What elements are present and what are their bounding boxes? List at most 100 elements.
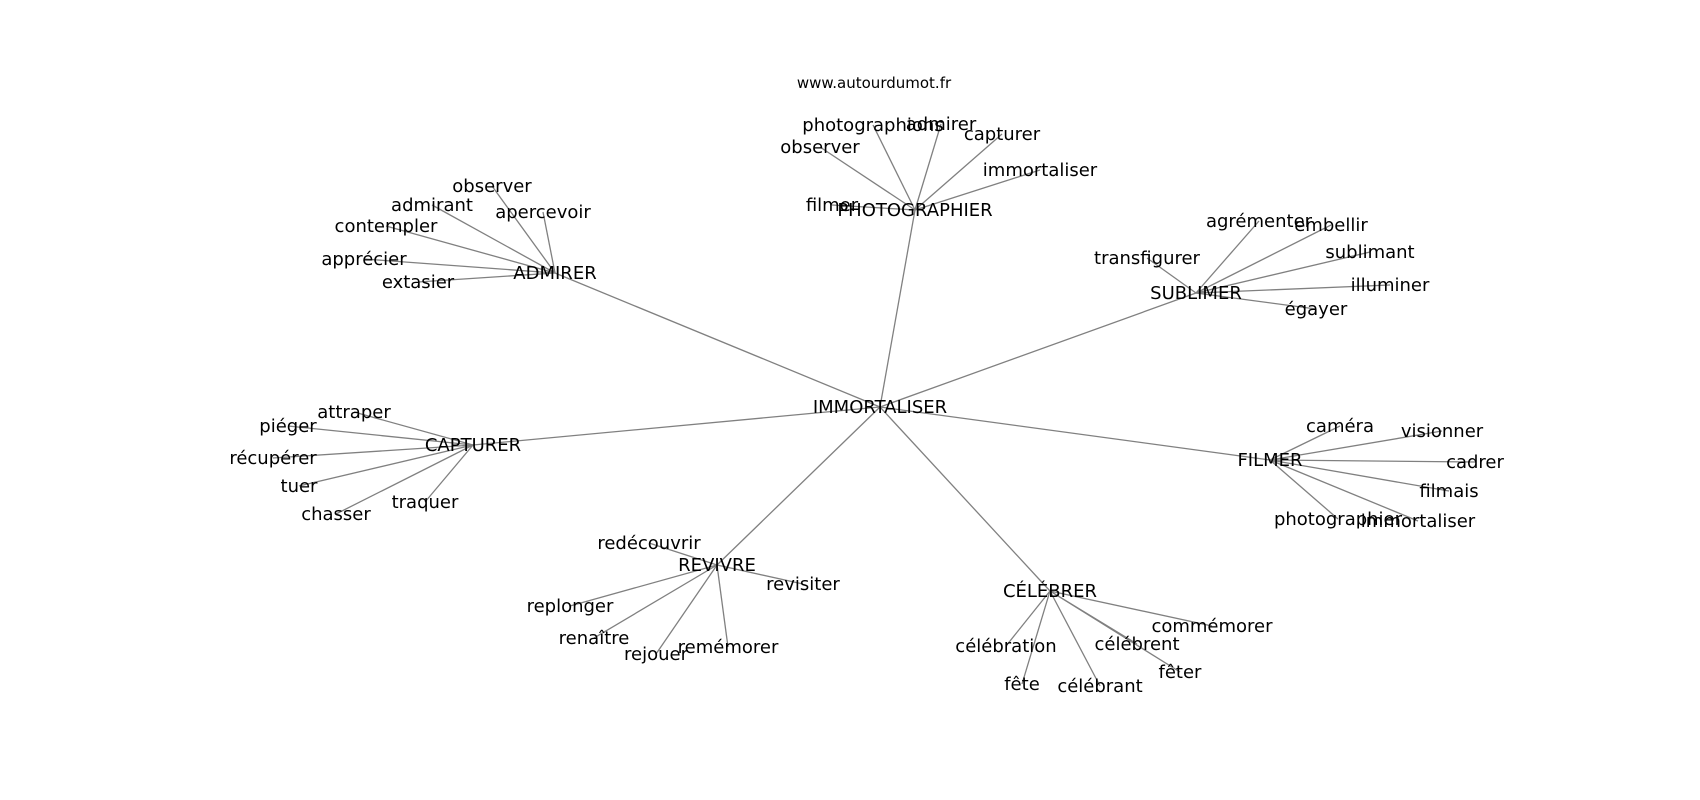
labels: www.autourdumot.fr IMMORTALISER photogra…	[229, 74, 1504, 697]
leaf-word: agrémenter	[1206, 211, 1313, 232]
leaf-edge	[716, 564, 729, 648]
leaf-edge	[819, 146, 916, 211]
leaf-edge	[335, 444, 474, 515]
leaf-word: récupérer	[229, 448, 317, 469]
leaf-edge	[1195, 224, 1332, 294]
leaf-edge	[424, 444, 474, 503]
leaf-edge	[1049, 590, 1213, 627]
leaf-word: rejouer	[624, 644, 689, 665]
leaf-edge	[1195, 292, 1317, 310]
hub-word: CAPTURER	[425, 435, 521, 456]
leaf-edge	[491, 185, 556, 274]
leaf-word: photographier	[1274, 509, 1403, 530]
leaf-edge	[716, 564, 804, 585]
hub-word: SUBLIMER	[1150, 283, 1242, 304]
source-credit: www.autourdumot.fr	[797, 74, 952, 92]
leaf-word: apprécier	[321, 249, 407, 270]
leaf-word: célébrant	[1057, 676, 1142, 697]
leaf-word: tuer	[281, 476, 319, 497]
leaf-word: fêter	[1159, 662, 1203, 683]
hub-word: PHOTOGRAPHIER	[837, 200, 992, 221]
leaf-word: traquer	[392, 492, 459, 513]
center-edge	[716, 406, 881, 566]
hub-word: CÉLÉBRER	[1003, 580, 1097, 602]
center-edge	[879, 406, 1271, 461]
leaf-word: photographions	[802, 115, 943, 136]
leaf-edge	[1269, 459, 1450, 492]
leaf-word: attraper	[317, 402, 391, 423]
leaf-word: chasser	[301, 504, 371, 525]
leaf-edge	[353, 411, 474, 446]
leaf-edge	[914, 133, 1003, 211]
leaf-edge	[914, 169, 1041, 211]
leaf-edge	[1195, 251, 1371, 294]
leaf-edge	[593, 564, 718, 639]
leaf-word: immortaliser	[983, 160, 1098, 181]
leaf-word: piéger	[259, 416, 317, 437]
leaf-edge	[298, 444, 474, 487]
leaf-edge	[1049, 590, 1101, 687]
leaf-word: admirant	[391, 195, 473, 216]
leaf-word: observer	[780, 137, 860, 158]
leaf-edge	[1146, 257, 1197, 294]
leaf-edge	[417, 272, 556, 283]
leaf-edge	[272, 444, 474, 459]
leaf-word: revisiter	[766, 574, 840, 595]
leaf-edge	[1021, 590, 1051, 685]
leaf-word: célébrent	[1094, 634, 1179, 655]
leaf-edge	[655, 564, 718, 655]
leaf-edge	[569, 564, 718, 607]
leaf-word: capturer	[964, 124, 1041, 145]
leaf-word: sublimant	[1325, 242, 1414, 263]
leaf-edge	[1269, 459, 1476, 463]
leaf-word: extasier	[382, 272, 455, 293]
leaf-edge	[1269, 430, 1443, 461]
center-edge	[879, 292, 1197, 408]
center-edge	[879, 406, 1051, 592]
center-edge	[554, 272, 881, 408]
leaf-word: cadrer	[1446, 452, 1504, 473]
leaf-word: illuminer	[1351, 275, 1430, 296]
center-word: IMMORTALISER	[813, 397, 947, 418]
hub-word: ADMIRER	[513, 263, 596, 284]
leaf-word: admirer	[906, 114, 977, 135]
leaf-edge	[1269, 459, 1419, 522]
leaf-word: commémorer	[1151, 616, 1273, 637]
leaf-edge	[1005, 590, 1051, 647]
leaf-edge	[872, 124, 916, 211]
leaf-word: redécouvrir	[597, 533, 701, 554]
center-edge	[879, 209, 916, 408]
leaf-word: caméra	[1306, 416, 1374, 437]
leaf-word: célébration	[955, 636, 1056, 657]
leaf-edge	[648, 542, 718, 566]
leaf-edge	[1195, 220, 1260, 294]
center-edge	[472, 406, 881, 446]
hub-word: REVIVRE	[678, 555, 756, 576]
leaf-edge	[385, 225, 556, 274]
leaf-word: apercevoir	[495, 202, 591, 223]
leaf-edge	[1269, 425, 1341, 461]
edges	[272, 123, 1476, 687]
leaf-word: fête	[1004, 674, 1040, 695]
leaf-edge	[1049, 590, 1181, 673]
hub-word: FILMER	[1237, 450, 1302, 471]
leaf-edge	[542, 211, 556, 274]
leaf-word: transfigurer	[1094, 248, 1201, 269]
leaf-word: renaître	[559, 628, 630, 649]
leaf-word: observer	[452, 176, 532, 197]
leaf-word: filmais	[1419, 481, 1478, 502]
leaf-edge	[831, 204, 916, 211]
leaf-word: filmer	[806, 195, 859, 216]
leaf-edge	[363, 258, 556, 274]
leaf-word: visionner	[1401, 421, 1484, 442]
leaf-word: égayer	[1285, 299, 1348, 320]
leaf-word: immortaliser	[1361, 511, 1476, 532]
leaf-edge	[1269, 459, 1339, 520]
leaf-edge	[1195, 284, 1391, 294]
leaf-word: contempler	[335, 216, 438, 237]
leaf-edge	[287, 425, 474, 446]
leaf-edge	[431, 204, 556, 274]
leaf-word: remémorer	[678, 637, 779, 658]
leaf-edge	[914, 123, 942, 211]
